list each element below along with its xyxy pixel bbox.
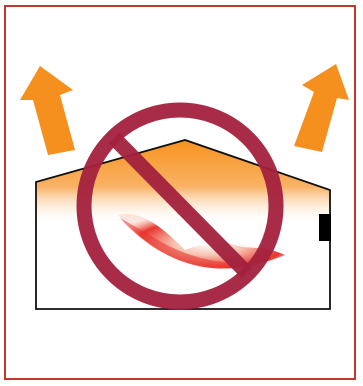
heat-escape-arrow-left-icon xyxy=(20,66,75,155)
house-vent-icon xyxy=(319,214,331,241)
heat-escape-arrow-right-icon xyxy=(294,64,349,152)
